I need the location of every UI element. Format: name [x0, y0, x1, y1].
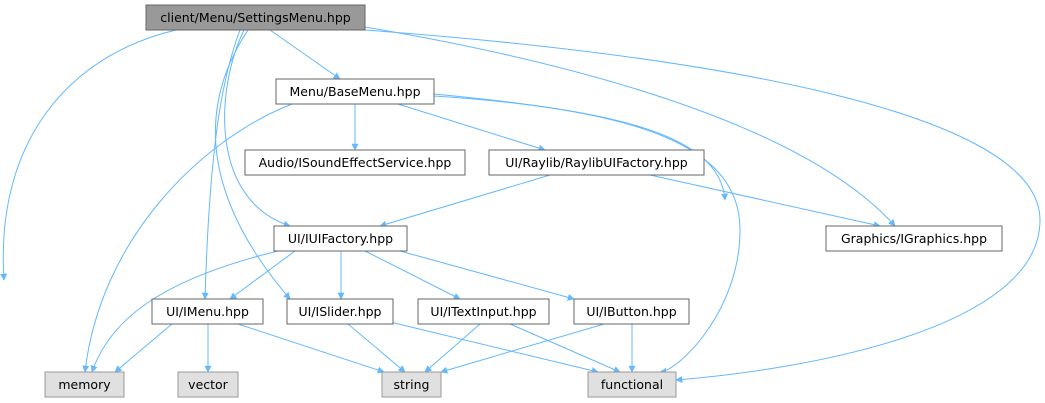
node-box: [151, 298, 264, 325]
node-box: [244, 149, 466, 176]
node-label: vector: [188, 377, 229, 392]
edge-imenu-to-memory: [114, 323, 173, 373]
node-imenu[interactable]: UI/IMenu.hpp: [151, 298, 264, 325]
node-memory[interactable]: memory: [44, 371, 125, 398]
node-label: UI/IMenu.hpp: [166, 304, 249, 319]
node-label: UI/Raylib/RaylibUIFactory.hpp: [505, 155, 687, 170]
node-base_menu[interactable]: Menu/BaseMenu.hpp: [275, 78, 435, 105]
node-functional[interactable]: functional: [587, 371, 677, 398]
node-igraphics[interactable]: Graphics/IGraphics.hpp: [825, 225, 1003, 252]
node-label: UI/IUIFactory.hpp: [288, 231, 393, 246]
node-box: [177, 371, 239, 398]
node-ibutton[interactable]: UI/IButton.hpp: [573, 298, 690, 325]
edge-base_menu-to-ibutton: [433, 93, 729, 201]
node-box: [825, 225, 1003, 252]
edge-settings_menu-to-igraphics: [364, 26, 896, 227]
edge-settings_menu-to-base_menu: [269, 29, 341, 80]
node-box: [417, 298, 550, 325]
node-label: Audio/ISoundEffectService.hpp: [259, 155, 452, 170]
edge-iui_factory-to-ibutton: [399, 250, 575, 301]
node-box: [573, 298, 690, 325]
edges-layer: [0, 26, 1041, 383]
edge-base_menu-to-functional: [433, 95, 741, 375]
edge-islider-to-functional: [389, 321, 599, 374]
edge-islider-to-string: [347, 323, 406, 373]
edge-ibutton-to-string: [440, 323, 605, 374]
node-raylib_factory[interactable]: UI/Raylib/RaylibUIFactory.hpp: [488, 149, 705, 176]
node-iui_factory[interactable]: UI/IUIFactory.hpp: [273, 225, 408, 252]
edge-settings_menu-to-imenu: [201, 29, 241, 300]
node-label: functional: [601, 377, 663, 392]
edge-settings_menu-to-iui_factory: [224, 29, 291, 228]
edge-settings_menu-to-functional: [364, 29, 1041, 383]
node-box: [286, 298, 394, 325]
node-label: Graphics/IGraphics.hpp: [841, 231, 987, 246]
nodes-layer: client/Menu/SettingsMenu.hppMenu/BaseMen…: [44, 4, 1003, 398]
node-box: [587, 371, 677, 398]
node-itextinput[interactable]: UI/ITextInput.hpp: [417, 298, 550, 325]
edge-itextinput-to-functional: [509, 323, 621, 373]
node-label: UI/IButton.hpp: [586, 304, 676, 319]
node-string[interactable]: string: [381, 371, 442, 398]
node-isound[interactable]: Audio/ISoundEffectService.hpp: [244, 149, 466, 176]
node-box: [488, 149, 705, 176]
edge-iui_factory-to-itextinput: [364, 250, 461, 300]
node-vector[interactable]: vector: [177, 371, 239, 398]
edge-settings_menu-to-islider: [214, 29, 291, 300]
node-box: [44, 371, 125, 398]
node-label: string: [394, 377, 430, 392]
node-label: Menu/BaseMenu.hpp: [289, 84, 420, 99]
edge-raylib_factory-to-igraphics: [649, 174, 881, 229]
node-label: UI/ISlider.hpp: [299, 304, 382, 319]
node-label: memory: [58, 377, 111, 392]
node-settings_menu[interactable]: client/Menu/SettingsMenu.hpp: [145, 4, 366, 31]
edge-iui_factory-to-imenu: [229, 250, 296, 300]
edge-itextinput-to-string: [424, 323, 481, 373]
edge-base_menu-to-memory: [82, 103, 293, 373]
node-box: [381, 371, 442, 398]
edge-iui_factory-to-memory: [90, 250, 279, 373]
node-islider[interactable]: UI/ISlider.hpp: [286, 298, 394, 325]
node-label: UI/ITextInput.hpp: [430, 304, 536, 319]
node-box: [145, 4, 366, 31]
node-label: client/Menu/SettingsMenu.hpp: [160, 10, 350, 25]
edge-settings_menu-to-memory: [0, 29, 177, 281]
edge-raylib_factory-to-iui_factory: [379, 174, 551, 228]
node-box: [275, 78, 435, 105]
edge-imenu-to-string: [237, 323, 385, 374]
edge-base_menu-to-raylib_factory: [397, 103, 546, 152]
node-box: [273, 225, 408, 252]
